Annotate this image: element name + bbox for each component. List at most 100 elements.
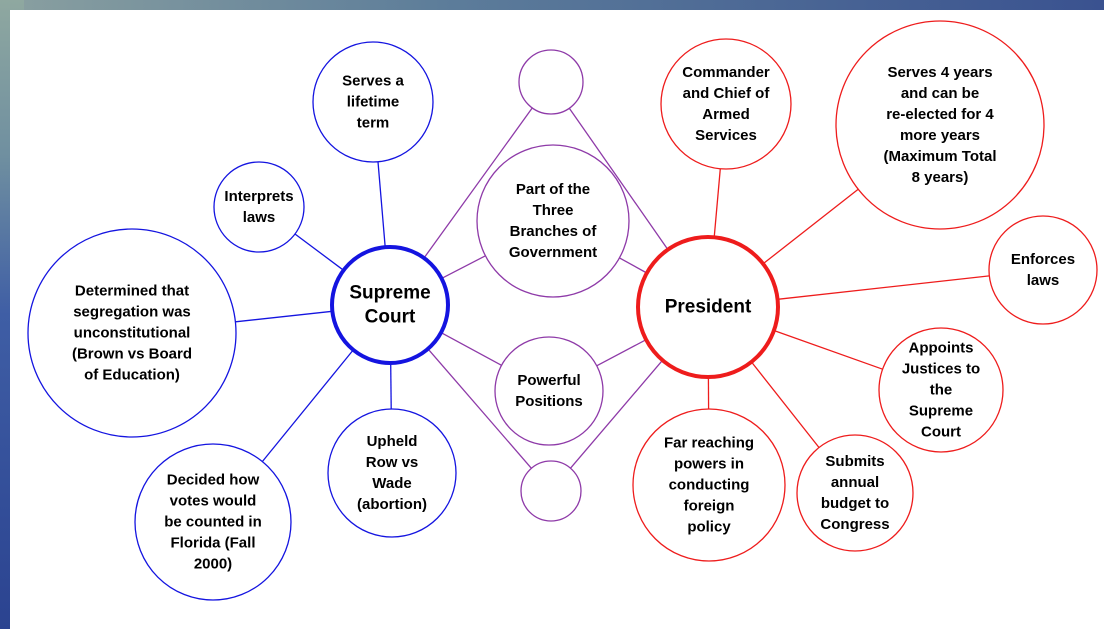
fact-florida-votes-label-line: Florida (Fall [170,535,255,552]
fact-brown-vs-board-label-line: Determined that [75,283,189,300]
shared-branches-of-government-label-line: Part of the [516,181,590,198]
connector-president-shared-powerful-positions [596,339,647,367]
fact-roe-vs-wade-label-line: Wade [372,475,411,492]
fact-florida-votes-label-line: 2000) [194,556,232,573]
fact-interprets-laws-label-line: Interprets [224,188,293,205]
fact-lifetime-term-label-line: lifetime [347,94,400,111]
fact-enforces-laws-label-line: laws [1027,272,1060,289]
fact-term-limits-label-line: 8 years) [912,169,969,186]
shared-empty-bottom [520,460,582,522]
supreme-court-hub-circle [330,245,450,365]
background-top-strip [0,0,1104,10]
fact-term-limits-circle [835,20,1045,230]
shared-powerful-positions-label-line: Powerful [517,372,580,389]
fact-term-limits-label-line: more years [900,127,980,144]
connector-president-shared-empty-top [568,107,669,250]
fact-submits-budget: Submits annual budget to Congress [796,434,914,552]
fact-term-limits: Serves 4 years and can be re-elected for 4… [835,20,1045,230]
fact-interprets-laws: Interprets laws [213,161,305,253]
fact-florida-votes-label-line: be counted in [164,514,262,531]
connector-fact-interprets-laws [294,233,344,271]
fact-lifetime-term-label-line: term [357,115,390,132]
fact-foreign-policy-label-line: foreign [684,498,735,515]
shared-branches-of-government-circle [476,144,630,298]
connector-fact-brown-vs-board [235,310,333,323]
fact-appoints-justices-label-line: Justices to [902,361,980,378]
fact-term-limits-label-line: re-elected for 4 [886,106,994,123]
supreme-court-hub-label-line: Supreme [349,283,430,304]
fact-term-limits-label-line: (Maximum Total [883,148,996,165]
fact-roe-vs-wade-label-line: Row vs [366,454,419,471]
connector-court-shared-empty-bottom [427,348,532,469]
fact-commander-in-chief-label-line: Commander [682,64,770,81]
connector-fact-appoints-justices [773,329,883,370]
connector-fact-lifetime-term [377,161,386,248]
shared-powerful-positions-label-line: Positions [515,393,583,410]
fact-lifetime-term-label-line: Serves a [342,73,404,90]
fact-foreign-policy-label-line: powers in [674,456,744,473]
connector-fact-florida-votes [261,349,354,463]
fact-submits-budget-label-line: Submits [825,453,884,470]
fact-appoints-justices-circle [878,327,1004,453]
shared-empty-top-circle [518,49,584,115]
connector-president-shared-branches-of-government [619,257,648,274]
fact-brown-vs-board: Determined that segregation was unconstitu… [27,228,237,438]
connector-fact-enforces-laws [777,275,990,300]
bubble-nodes: Serves alifetimetermInterpretslawsDeterm… [27,20,1098,601]
shared-branches-of-government-label-line: Branches of [510,223,598,240]
fact-roe-vs-wade-circle [327,408,457,538]
fact-enforces-laws: Enforces laws [988,215,1098,325]
fact-submits-budget-label-line: annual [831,474,879,491]
connector-fact-roe-vs-wade [390,362,392,410]
fact-commander-in-chief-circle [660,38,792,170]
fact-submits-budget-circle [796,434,914,552]
shared-branches-of-government-label-line: Government [509,244,597,261]
fact-foreign-policy-label-line: conducting [669,477,750,494]
fact-submits-budget-label-line: budget to [821,495,889,512]
fact-brown-vs-board-label-line: segregation was [73,304,191,321]
fact-commander-in-chief-label-line: Services [695,127,757,144]
connector-president-shared-empty-bottom [570,359,664,469]
fact-commander-in-chief-label-line: Armed [702,106,750,123]
president-hub-label-line: President [665,297,752,318]
fact-interprets-laws-circle [213,161,305,253]
fact-appoints-justices-label-line: the [930,382,953,399]
fact-term-limits-label-line: and can be [901,85,979,102]
shared-branches-of-government-label-line: Three [533,202,574,219]
supreme-court-hub-label-line: Court [365,307,416,328]
fact-foreign-policy-label-line: policy [687,519,731,536]
fact-brown-vs-board-circle [27,228,237,438]
connector-court-shared-branches-of-government [441,255,486,279]
fact-roe-vs-wade-label-line: (abortion) [357,496,427,513]
fact-florida-votes-label-line: Decided how [167,472,260,489]
fact-roe-vs-wade-label-line: Upheld [367,433,418,450]
president-hub-circle [636,235,780,379]
connector-court-shared-empty-top [423,107,533,259]
fact-brown-vs-board-label-line: of Education) [84,367,180,384]
fact-foreign-policy-circle [632,408,786,562]
fact-commander-in-chief-label-line: and Chief of [683,85,771,102]
fact-appoints-justices-label-line: Court [921,424,961,441]
fact-lifetime-term-circle [312,41,434,163]
connector-fact-commander-in-chief [713,168,721,238]
fact-foreign-policy-label-line: Far reaching [664,435,754,452]
fact-interprets-laws-label-line: laws [243,209,276,226]
connector-fact-submits-budget [750,361,820,448]
fact-submits-budget-label-line: Congress [820,516,889,533]
shared-empty-top [518,49,584,115]
fact-enforces-laws-label-line: Enforces [1011,251,1075,268]
president-hub: President [636,235,780,379]
shared-powerful-positions-circle [494,336,604,446]
fact-term-limits-label-line: Serves 4 years [887,64,992,81]
fact-brown-vs-board-label-line: unconstitutional [74,325,191,342]
fact-enforces-laws-circle [988,215,1098,325]
connector-court-shared-powerful-positions [440,332,502,366]
fact-brown-vs-board-label-line: (Brown vs Board [72,346,192,363]
